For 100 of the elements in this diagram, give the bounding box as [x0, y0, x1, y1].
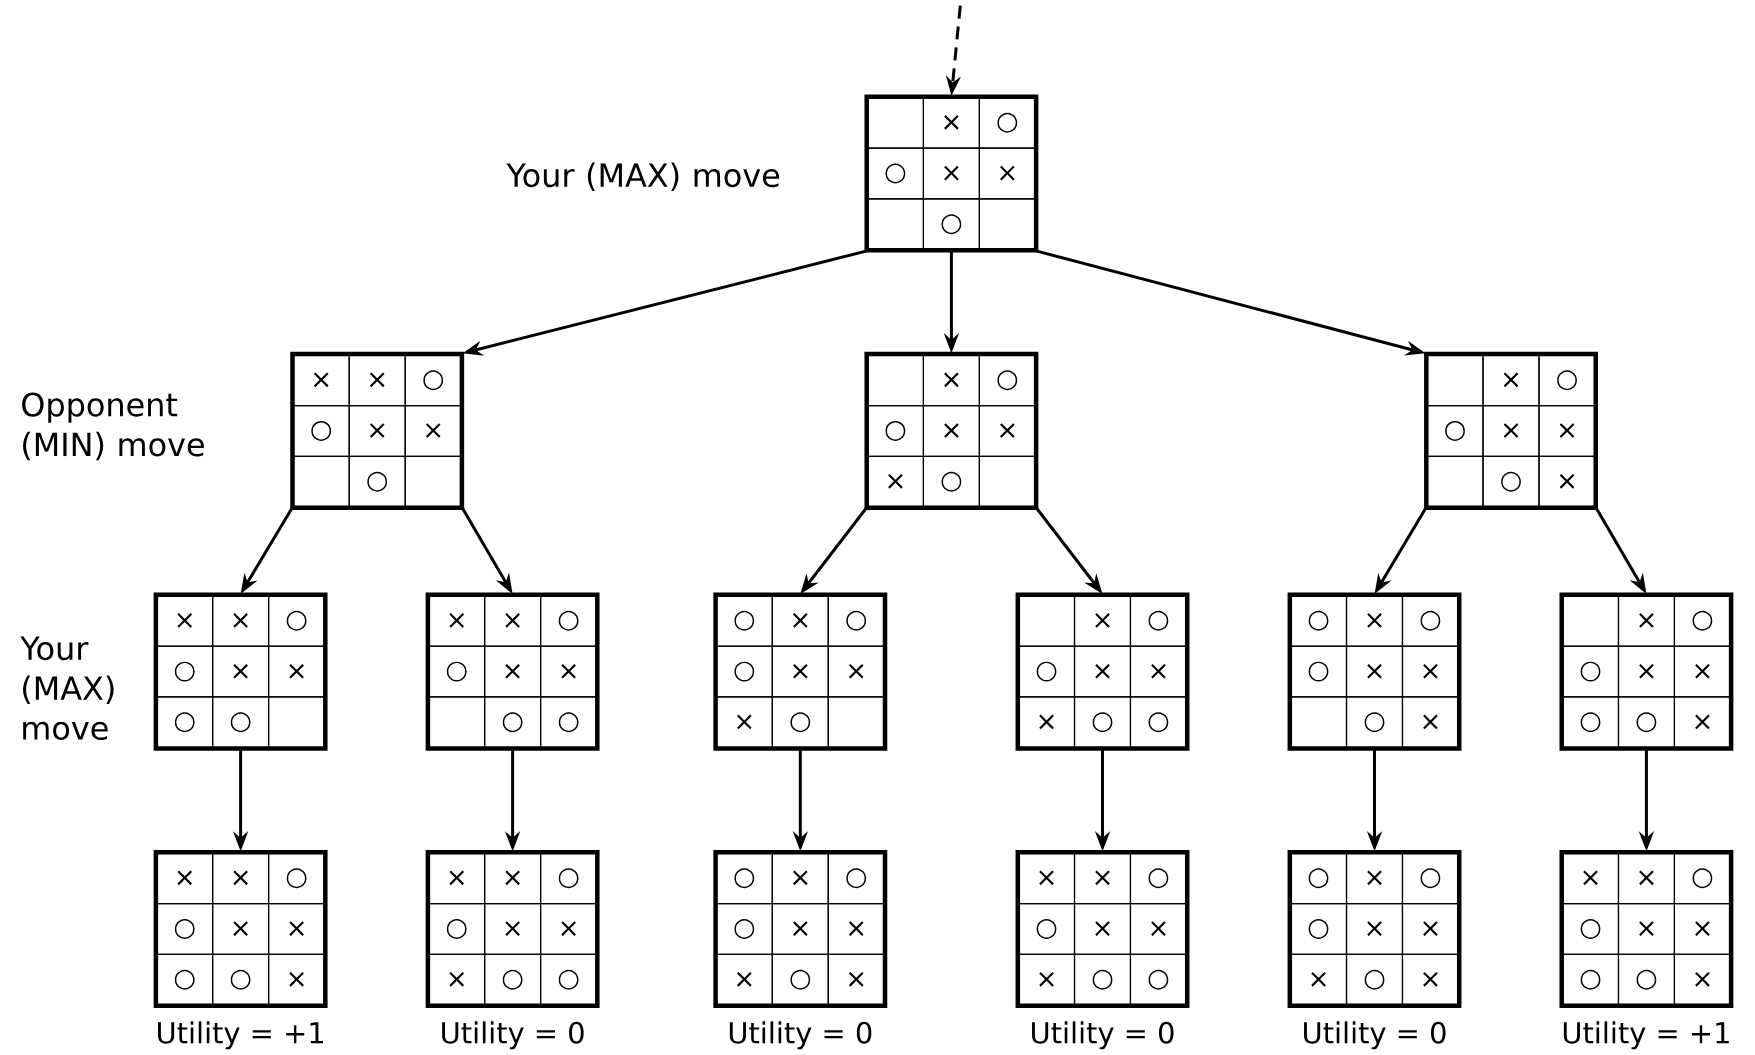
board-cell: ○ — [1345, 696, 1404, 749]
board-cell: ○ — [268, 594, 326, 647]
board-cell: × — [922, 354, 980, 407]
board-cell: ○ — [156, 903, 214, 955]
board-cell: × — [1673, 903, 1731, 955]
utility-label: Utility = 0 — [729, 1021, 872, 1050]
board-cell: × — [1538, 404, 1596, 457]
board-cell: ○ — [428, 645, 486, 698]
board-cell: ○ — [922, 455, 980, 508]
board-cell: × — [1073, 645, 1132, 698]
board-cell: ○ — [1617, 696, 1675, 749]
board-cell: × — [1401, 903, 1459, 955]
board-cell: × — [348, 354, 406, 407]
board-cell: ○ — [404, 354, 462, 407]
board-cell: × — [268, 903, 326, 955]
board-cell: ○ — [1017, 645, 1076, 698]
board-cell: ○ — [1538, 354, 1596, 407]
board-cell: × — [1401, 696, 1459, 749]
board-cell: × — [1073, 903, 1132, 955]
level-label: Your (MAX) move — [506, 162, 780, 191]
board-cell: ○ — [1561, 953, 1620, 1006]
level-label: Opponent (MIN) move — [22, 392, 204, 461]
board-cell: × — [484, 903, 542, 955]
board-cell: × — [978, 147, 1036, 200]
board-cell — [292, 455, 350, 508]
board-cell: ○ — [1289, 645, 1348, 698]
board-cell: ○ — [1289, 852, 1348, 905]
board-cell — [1426, 354, 1484, 407]
utility-label: Utility = 0 — [442, 1021, 584, 1050]
board-cell — [866, 198, 924, 251]
board-cell: ○ — [484, 696, 542, 749]
board-cell: × — [1673, 696, 1731, 749]
utility-label: Utility = +1 — [1563, 1021, 1729, 1050]
board-cell: × — [1017, 696, 1076, 749]
board-cell: ○ — [1073, 953, 1132, 1006]
board-cell: ○ — [484, 953, 542, 1006]
board-cell: ○ — [156, 645, 214, 698]
board-cell: × — [827, 903, 885, 955]
board-cell: × — [268, 645, 326, 698]
board-cell: × — [1017, 953, 1076, 1006]
board-cell: × — [1345, 852, 1404, 905]
board-cell — [978, 198, 1036, 251]
board-cell: × — [1617, 645, 1675, 698]
board-cell: × — [1617, 594, 1675, 647]
board-cell: ○ — [1129, 696, 1187, 749]
board-cell: ○ — [827, 594, 885, 647]
board-cell: ○ — [540, 696, 598, 749]
board-cell: × — [1345, 645, 1404, 698]
board-cell: × — [212, 594, 270, 647]
board-cell: ○ — [715, 645, 773, 698]
board-cell — [428, 696, 486, 749]
board-cell: ○ — [212, 696, 270, 749]
board-cell — [404, 455, 462, 508]
utility-label: Utility = +1 — [158, 1021, 323, 1050]
board-cell: × — [484, 852, 542, 905]
board-cell: ○ — [212, 953, 270, 1006]
board-cell: × — [540, 903, 598, 955]
board-cell: ○ — [1129, 594, 1187, 647]
board-cell: ○ — [540, 953, 598, 1006]
board-cell: ○ — [1129, 953, 1187, 1006]
board-cell: ○ — [771, 953, 829, 1006]
level-label: Your (MAX) move — [20, 636, 114, 740]
board-cell: ○ — [866, 404, 924, 457]
board-cell: ○ — [978, 96, 1036, 149]
board-cell: ○ — [156, 953, 214, 1006]
board-cell: ○ — [1673, 594, 1731, 647]
board-cell: × — [922, 96, 980, 149]
board-cell: ○ — [428, 903, 486, 955]
board-cell: ○ — [866, 147, 924, 200]
board-cell: × — [1345, 594, 1404, 647]
board-cell: × — [1673, 953, 1731, 1006]
board-cell: × — [348, 404, 406, 457]
board-cell: ○ — [1017, 903, 1076, 955]
board-cell: × — [771, 903, 829, 955]
board-cell: ○ — [1401, 594, 1459, 647]
board-cell: ○ — [1561, 903, 1620, 955]
node-label: × — [449, 613, 465, 628]
board-cell — [1426, 455, 1484, 508]
board-cell: ○ — [1617, 953, 1675, 1006]
board-cell: ○ — [715, 903, 773, 955]
board-cell: × — [827, 953, 885, 1006]
board-cell: × — [1401, 953, 1459, 1006]
board-cell: ○ — [1289, 903, 1348, 955]
board-cell: × — [1129, 645, 1187, 698]
board-cell: × — [1617, 852, 1675, 905]
board-cell: ○ — [268, 852, 326, 905]
board-cell: × — [156, 852, 214, 905]
board-cell: ○ — [715, 852, 773, 905]
board-cell: ○ — [540, 594, 598, 647]
board-cell: × — [292, 354, 350, 407]
board-cell — [1289, 696, 1348, 749]
node-label: ○ — [1308, 610, 1329, 631]
board-cell: ○ — [1401, 852, 1459, 905]
board-cell: × — [1073, 594, 1132, 647]
board-cell: × — [715, 953, 773, 1006]
board-cell — [978, 455, 1036, 508]
node-label: × — [177, 613, 193, 628]
board-cell: ○ — [978, 354, 1036, 407]
board-cell: ○ — [1673, 852, 1731, 905]
board-cell: × — [1482, 404, 1540, 457]
